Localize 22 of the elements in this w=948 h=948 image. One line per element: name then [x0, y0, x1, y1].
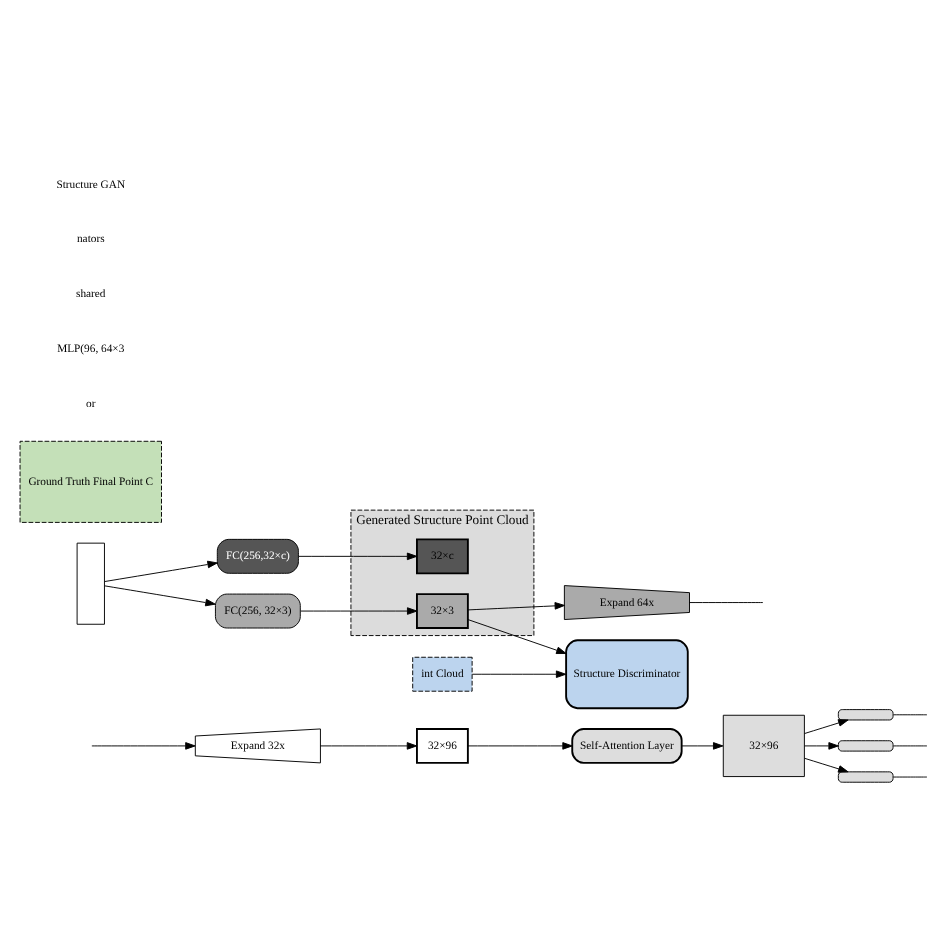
- arrow: [467, 618, 567, 653]
- connector: [689, 601, 764, 603]
- arrow: [471, 669, 567, 677]
- arrow: [319, 741, 418, 749]
- connector: [892, 775, 928, 777]
- connector: [892, 744, 928, 746]
- arrow: [91, 741, 196, 749]
- node-box: [837, 770, 894, 782]
- arrow: [467, 741, 573, 749]
- arrow: [300, 606, 418, 614]
- arrow: [297, 551, 418, 560]
- node-box: [837, 708, 894, 720]
- arrow: [467, 601, 565, 610]
- arrow: [104, 584, 216, 606]
- arrow: [681, 741, 724, 749]
- node-box: [837, 739, 894, 751]
- arrow: [804, 718, 849, 733]
- node-box: [76, 541, 105, 624]
- arrow: [104, 559, 218, 581]
- arrow: [804, 741, 839, 749]
- connector: [892, 713, 928, 715]
- arrow: [804, 756, 849, 772]
